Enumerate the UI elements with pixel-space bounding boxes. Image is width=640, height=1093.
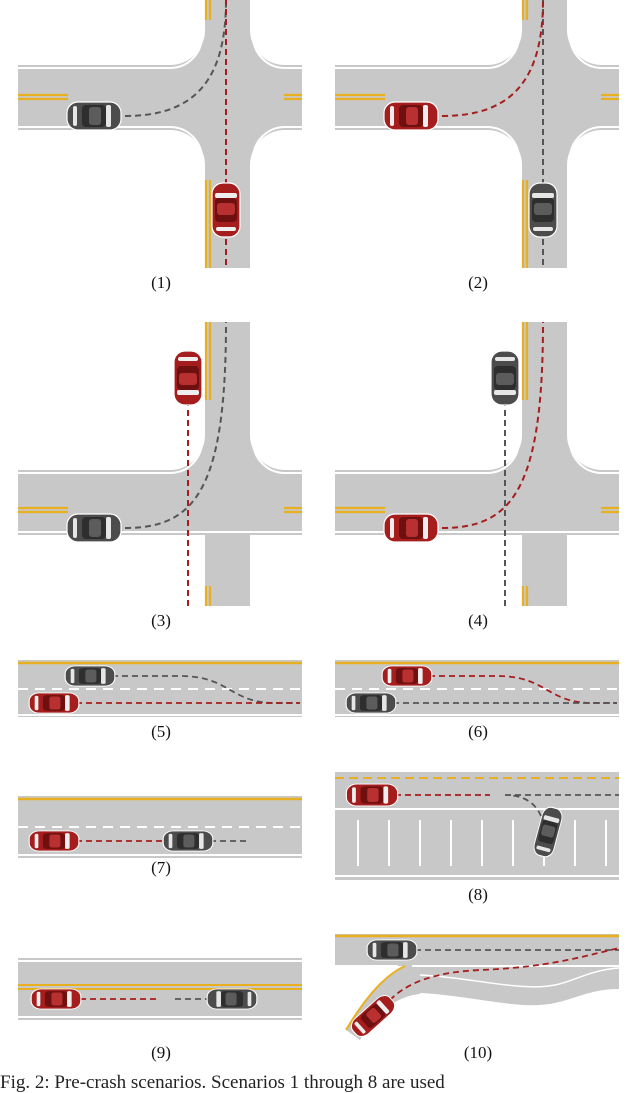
panel-label: (9): [151, 1043, 171, 1062]
other-vehicle-car-icon: [206, 988, 258, 1010]
panel-label: (6): [468, 722, 488, 741]
ego-vehicle-car-icon: [211, 182, 241, 238]
other-vehicle-car-icon: [64, 665, 116, 687]
scenario-1-intersection: (1): [18, 0, 302, 292]
ego-vehicle-car-icon: [28, 830, 80, 852]
ego-vehicle-car-icon: [345, 783, 399, 807]
scenario-9-head-on: (9): [18, 958, 302, 1062]
panel-label: (7): [151, 858, 171, 877]
ego-vehicle-car-icon: [28, 692, 80, 714]
other-vehicle-car-icon: [66, 101, 122, 131]
figure-caption: Fig. 2: Pre-crash scenarios. Scenarios 1…: [0, 1072, 445, 1093]
panel-label: (3): [151, 611, 171, 630]
ego-vehicle-car-icon: [381, 665, 433, 687]
scenario-3-t-intersection: (3): [18, 321, 302, 630]
scenario-8-parking-exit: (8): [335, 772, 619, 904]
ego-vehicle-car-icon: [383, 513, 439, 543]
other-vehicle-car-icon: [366, 939, 418, 961]
panel-label: (2): [468, 273, 488, 292]
other-vehicle-car-icon: [66, 513, 122, 543]
ego-vehicle-car-icon: [383, 101, 439, 131]
parking-space-lines: [357, 820, 607, 866]
panel-label: (8): [468, 885, 488, 904]
panel-label: (1): [151, 273, 171, 292]
panel-label: (10): [464, 1043, 492, 1062]
other-vehicle-car-icon: [528, 182, 558, 238]
other-vehicle-car-icon: [345, 692, 397, 714]
panel-label: (4): [468, 611, 488, 630]
scenario-6-lane-change: (6): [335, 660, 619, 741]
scenario-5-lane-change: (5): [18, 660, 302, 741]
panel-label: (5): [151, 722, 171, 741]
scenario-2-intersection: (2): [335, 0, 619, 292]
other-vehicle-car-icon: [162, 830, 214, 852]
other-vehicle-car-icon: [490, 350, 520, 406]
scenario-10-merge-ramp: (10): [335, 934, 620, 1062]
scenario-7-rear-end: (7): [18, 796, 302, 877]
ego-vehicle-car-icon: [173, 350, 203, 406]
ego-vehicle-car-icon: [30, 988, 82, 1010]
scenario-4-t-intersection: (4): [335, 321, 619, 630]
